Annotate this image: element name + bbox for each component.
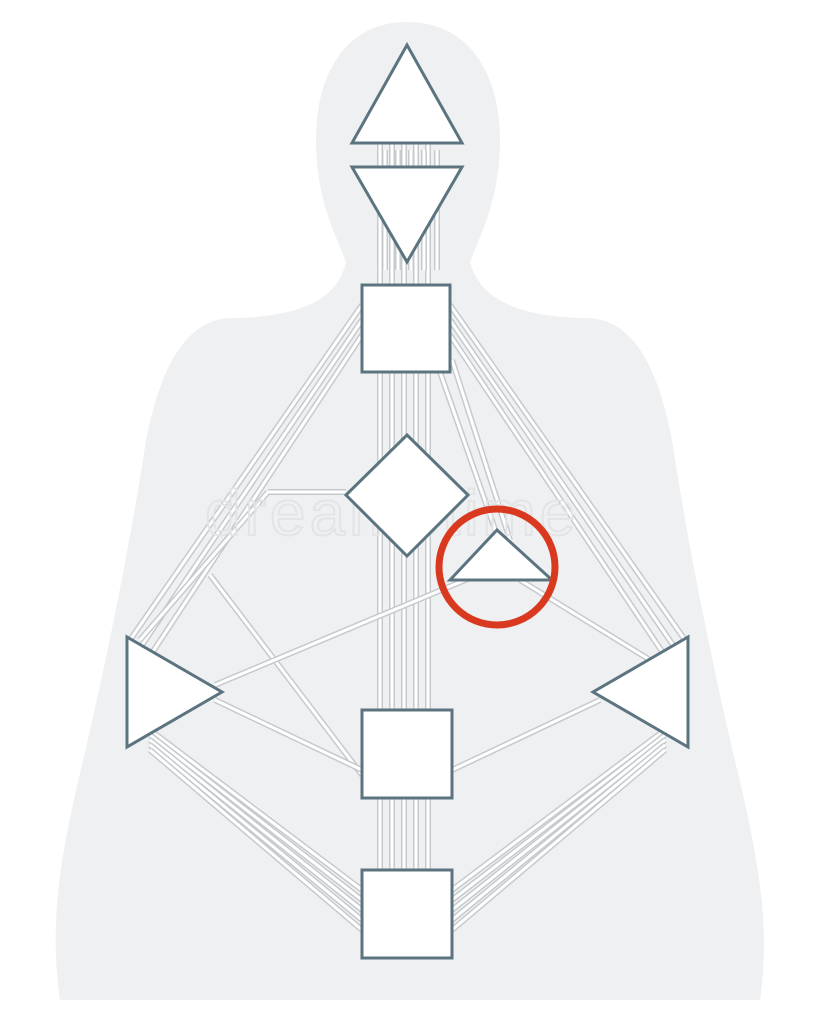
- channel-line-inner: [451, 728, 666, 892]
- channel-line-inner: [214, 576, 471, 687]
- solar-plexus-center: [590, 634, 690, 750]
- channel-line-inner: [451, 733, 666, 902]
- channel-line-inner: [128, 304, 364, 641]
- channel-line-inner: [519, 578, 651, 662]
- channel-line-inner: [214, 698, 363, 772]
- channel-line-inner: [149, 733, 363, 902]
- channel-line-inner: [149, 728, 363, 892]
- highlight-circle: [435, 505, 559, 629]
- channel-line-inner: [208, 574, 364, 776]
- channel-line-inner: [451, 748, 666, 932]
- channel-line-inner: [149, 748, 363, 932]
- channel-line-inner: [448, 304, 687, 641]
- channel-line-inner: [148, 334, 364, 657]
- channel-line-inner: [451, 698, 601, 772]
- channel-line-inner: [138, 491, 270, 641]
- heart-ego-center: [446, 527, 556, 582]
- channel-line-inner: [448, 319, 677, 649]
- spleen-center: [125, 634, 225, 750]
- channel-line-inner: [448, 334, 667, 657]
- channel-line-inner: [451, 743, 666, 922]
- throat-center: [360, 283, 452, 374]
- channel-line-inner: [451, 738, 666, 912]
- channel-line-inner: [149, 743, 363, 922]
- g-center: [343, 432, 471, 559]
- head-center: [349, 41, 465, 145]
- sacral-center: [360, 708, 454, 800]
- channel-line-inner: [149, 738, 363, 912]
- root-center: [360, 868, 454, 960]
- ajna-center: [349, 165, 465, 265]
